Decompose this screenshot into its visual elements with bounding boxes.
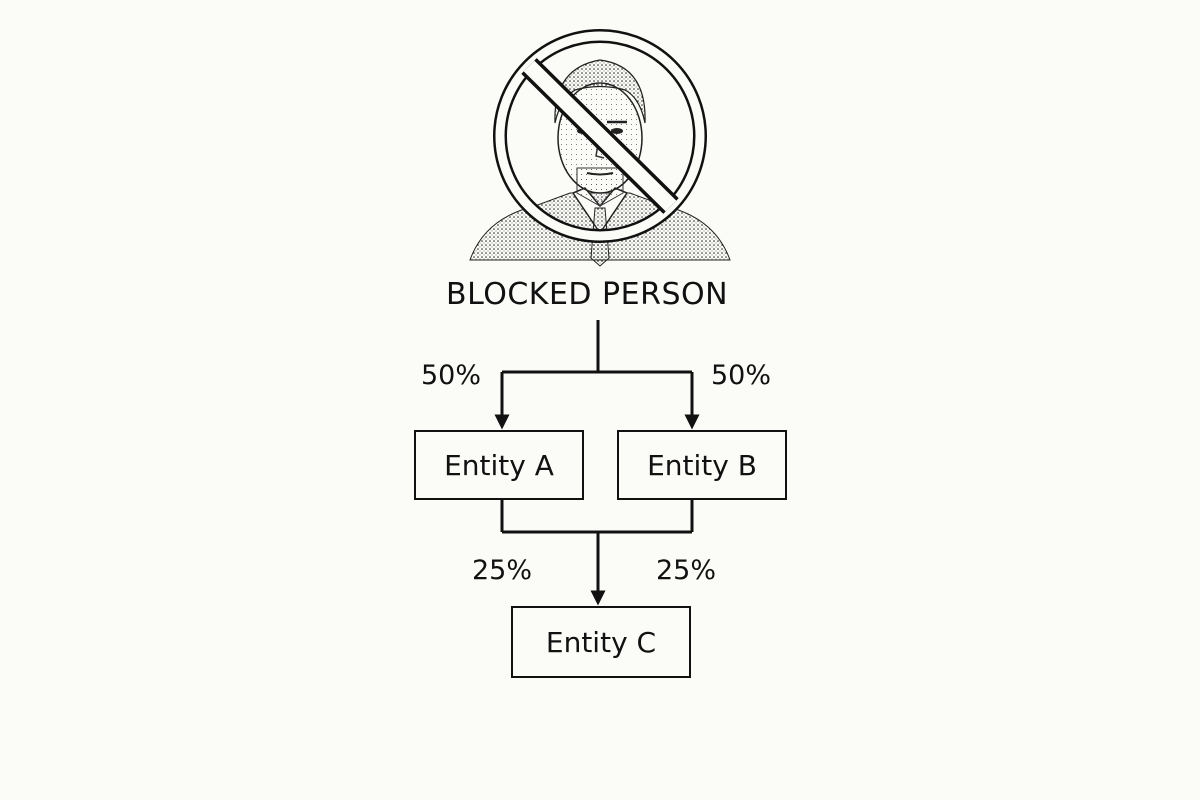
entity-a-label: Entity A [444,448,554,482]
entity-b-label: Entity B [647,448,757,482]
entity-a-box: Entity A [414,430,584,500]
edge-label-a-to-c: 25% [472,555,533,586]
entity-b-box: Entity B [617,430,787,500]
edge-label-b-to-c: 25% [656,555,717,586]
entity-c-label: Entity C [545,625,657,659]
prohibited-person-icon [469,29,731,267]
blocked-person-title: BLOCKED PERSON [446,277,729,312]
edge-label-entity-b: 50% [711,360,772,391]
edge-label-entity-a: 50% [421,360,482,391]
entity-c-box: Entity C [511,606,691,678]
